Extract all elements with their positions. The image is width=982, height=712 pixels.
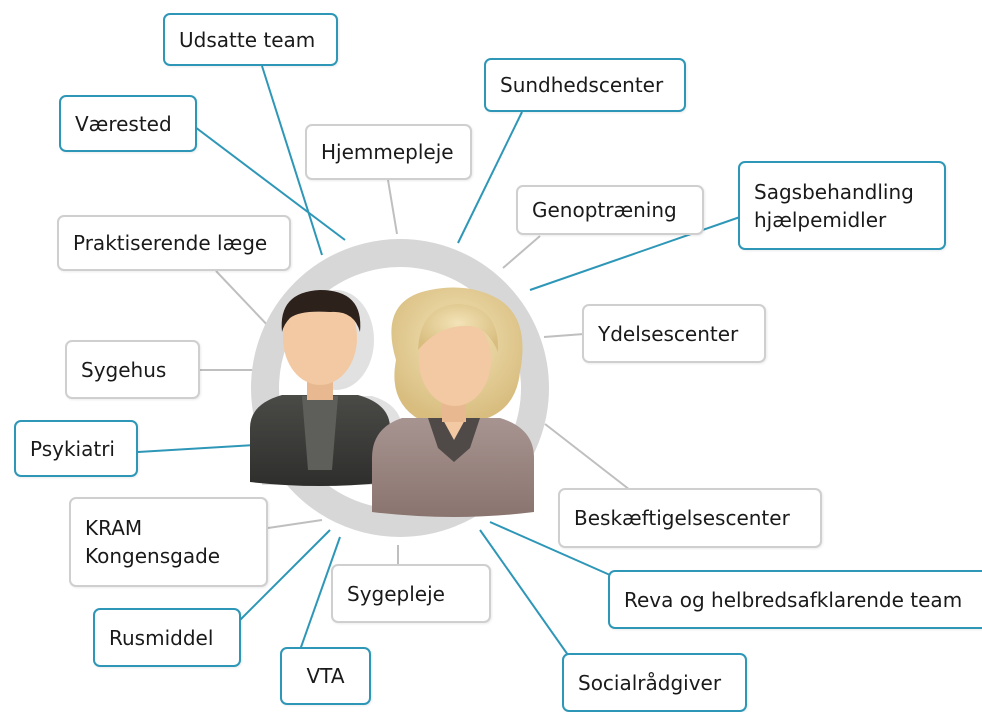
node-label-line1: KRAM [85,516,143,540]
node-label: Værested [75,111,172,136]
node-label-line2: Kongensgade [85,544,221,568]
node-vaerested: Værested [59,95,197,152]
node-label: Sundhedscenter [500,73,664,97]
connector-sagsbehandling [529,216,741,291]
connector-genoptraening [502,235,541,269]
node-sygehus: Sygehus [65,340,200,399]
woman-figure [372,287,534,517]
connector-beskaeftigelsescenter [544,423,631,491]
node-rusmiddel: Rusmiddel [93,608,241,667]
node-label: Praktiserende læge [73,231,268,255]
node-sagsbehandling-hjaelpemidler: Sagsbehandling hjælpemidler [738,161,946,250]
node-label: Sygehus [81,357,167,382]
connector-hjemmepleje [387,179,398,235]
connector-vaerested [194,126,346,241]
node-ydelsescenter: Ydelsescenter [582,304,766,363]
node-label: Socialrådgiver [578,670,722,695]
connector-udsatte-team [261,65,323,256]
connector-sundhedscenter [457,111,523,244]
node-beskaeftigelsescenter: Beskæftigelsescenter [558,488,822,548]
node-kram-kongensgade: KRAM Kongensgade [69,497,268,587]
node-label: Ydelsescenter [598,321,739,346]
connector-vta [299,536,341,651]
node-label-line2: hjælpemidler [754,207,887,232]
node-praktiserende-laege: Praktiserende læge [57,215,291,271]
node-sundhedscenter: Sundhedscenter [484,58,686,112]
ring [251,239,549,537]
connector-kram [267,519,323,529]
node-label: VTA [306,664,345,688]
node-label-line1: Sagsbehandling [754,179,914,204]
connector-psykiatri [137,444,257,453]
node-label: Rusmiddel [109,625,214,650]
node-label: Hjemmepleje [321,140,454,164]
node-psykiatri: Psykiatri [14,420,138,477]
connector-praktiserende-laege [215,270,273,331]
node-hjemmepleje: Hjemmepleje [305,124,472,180]
connector-rusmiddel [239,529,331,621]
node-label: Psykiatri [30,436,115,461]
node-reva-helbredsafklarende-team: Reva og helbredsafklarende team [608,570,982,629]
node-udsatte-team: Udsatte team [163,13,338,66]
node-genoptraening: Genoptræning [516,185,704,235]
node-sygepleje: Sygepleje [331,564,491,623]
connector-ydelsescenter [543,333,585,338]
connector-socialraadgiver [479,529,569,656]
node-label: Udsatte team [179,27,316,52]
node-label: Reva og helbredsafklarende team [624,587,963,612]
node-label: Sygepleje [347,581,445,606]
node-label: Genoptræning [532,198,677,222]
node-label: Beskæftigelsescenter [574,506,790,530]
node-vta: VTA [280,647,371,705]
connector-reva [489,521,611,576]
man-figure [250,290,390,486]
node-socialraadgiver: Socialrådgiver [562,653,747,712]
